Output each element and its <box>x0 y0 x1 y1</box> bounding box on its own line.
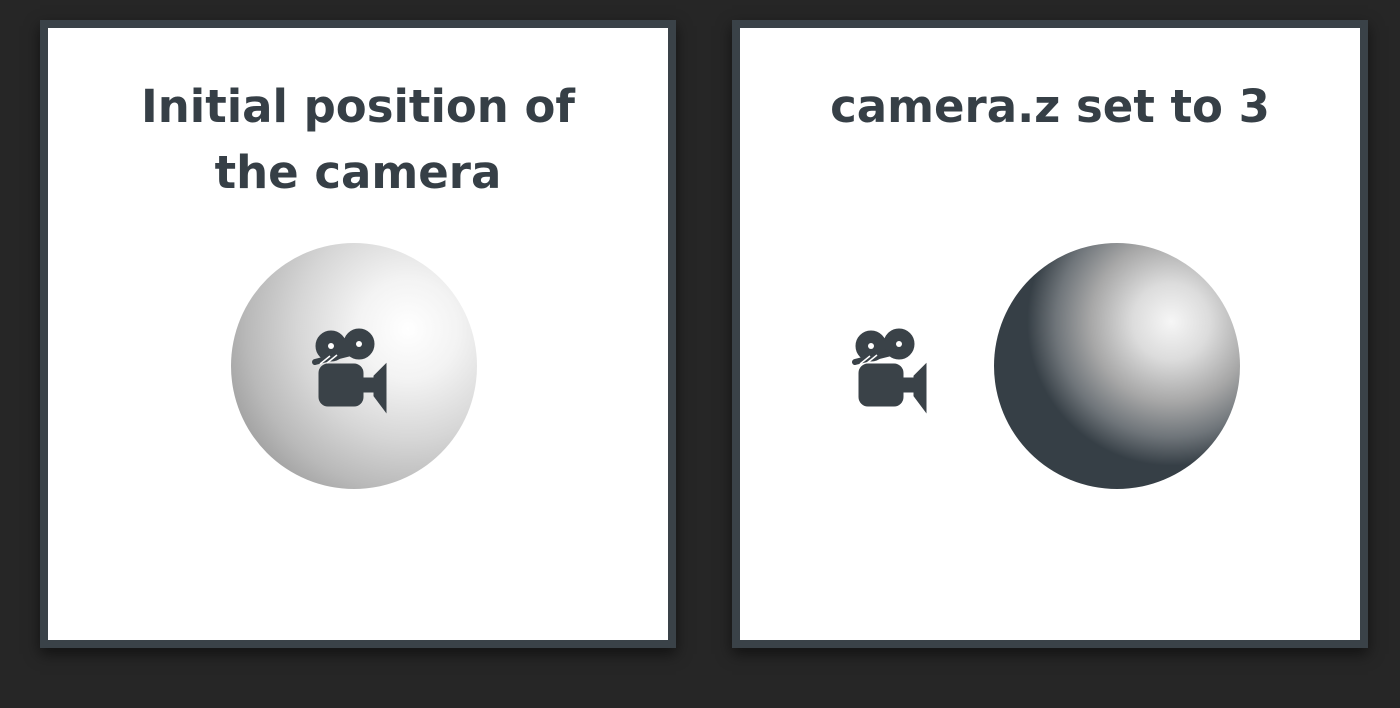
movie-camera-icon <box>855 329 926 412</box>
scene-initial <box>231 243 477 489</box>
panel-title: Initial position of the camera <box>141 80 575 199</box>
panel-title: camera.z set to 3 <box>830 80 1270 133</box>
panel-camera-z-3: camera.z set to 3 <box>732 20 1368 648</box>
panel-initial-position: Initial position of the camera <box>40 20 676 648</box>
movie-camera-icon <box>315 329 386 412</box>
scene-camera-z-3 <box>740 243 1240 489</box>
sphere <box>994 243 1240 489</box>
